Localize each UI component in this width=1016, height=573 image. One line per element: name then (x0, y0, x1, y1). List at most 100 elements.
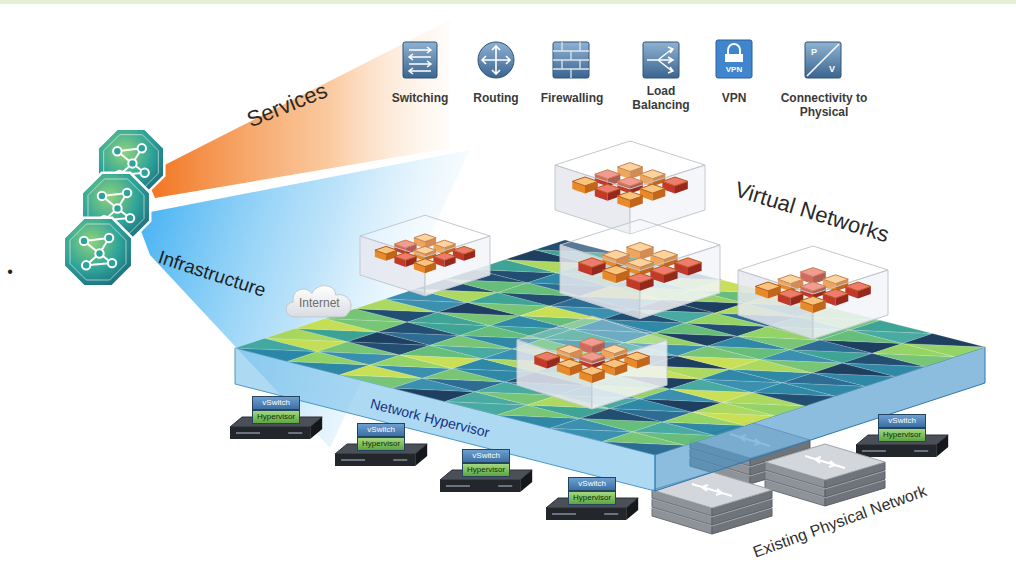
service-name: VPN (709, 92, 759, 106)
service-name: Firewalling (530, 92, 614, 106)
bullet: • (3, 263, 17, 281)
load-balancing-icon (647, 47, 673, 73)
virtual-network (360, 215, 490, 296)
firewall-icon (553, 42, 589, 78)
hypervisor-host: vSwitchHypervisor (252, 396, 300, 424)
virtual-network (414, 259, 436, 267)
routing-icon (482, 46, 510, 74)
nsx-logo (82, 261, 90, 269)
layer-title: Infrastructure (133, 239, 292, 309)
vswitch-label: vSwitch (357, 423, 405, 437)
virtual-network (555, 141, 705, 189)
virtual-network (624, 352, 650, 361)
connectivity-icon (805, 42, 841, 78)
vswitch-label: vSwitch (878, 414, 926, 428)
virtual-network (640, 184, 666, 193)
virtual-network (560, 219, 720, 318)
virtual-network (800, 296, 826, 305)
virtual-network (755, 282, 781, 291)
switching-icon (403, 42, 437, 78)
hypervisor-host: vSwitchHypervisor (462, 449, 510, 477)
connectivity-icon (807, 44, 839, 76)
virtual-network (534, 352, 560, 361)
virtual-network (579, 366, 605, 375)
nsx-logo (64, 218, 132, 286)
virtual-network (360, 141, 888, 409)
server-chassis (862, 450, 928, 452)
server-chassis (626, 498, 638, 520)
nsx-logo (140, 169, 148, 177)
physical-switch (765, 444, 885, 506)
nsx-logo (64, 218, 132, 286)
virtual-network (572, 177, 598, 186)
virtual-network (626, 273, 653, 283)
switching-icon (409, 47, 431, 74)
vswitch-label: vSwitch (568, 477, 616, 491)
hypervisor-host: vSwitchHypervisor (878, 414, 926, 442)
vpn-icon (716, 40, 752, 78)
virtual-network (778, 289, 804, 298)
virtual-network (375, 246, 397, 254)
internet-cloud: Internet (282, 281, 357, 320)
hypervisor-label: Hypervisor (252, 410, 300, 424)
nsx-logo (128, 159, 136, 167)
vpn-icon (728, 44, 740, 54)
server-chassis (446, 485, 512, 487)
firewall-icon (553, 42, 589, 78)
nsx-logo (70, 224, 126, 280)
server-chassis (230, 427, 310, 439)
virtual-network (453, 246, 475, 254)
server-chassis (415, 444, 427, 466)
hypervisor-label: Hypervisor (568, 491, 616, 505)
firewall-icon (553, 42, 589, 78)
layer-label: Existing Physical Network (729, 474, 951, 570)
virtual-network (433, 253, 455, 261)
virtual-network (557, 359, 583, 368)
icon-text: VPN (719, 65, 749, 74)
mosaic-tile (903, 334, 986, 347)
virtual-network (823, 289, 849, 298)
load-balancing-icon (643, 42, 679, 78)
physical-switch (805, 456, 845, 468)
virtual-network (650, 265, 677, 275)
layer-title: Services (217, 67, 356, 143)
virtual-network (555, 141, 705, 234)
hypervisor-label: Hypervisor (357, 437, 405, 451)
server-chassis (310, 417, 322, 439)
server-chassis (236, 432, 302, 434)
vswitch-label: vSwitch (462, 449, 510, 463)
server-chassis (440, 480, 520, 492)
virtual-network (595, 184, 621, 193)
nsx-logo (138, 144, 146, 152)
hypervisor-host: vSwitchHypervisor (568, 477, 616, 505)
server-chassis (856, 445, 936, 457)
server-chassis (520, 470, 532, 492)
virtual-network (662, 177, 688, 186)
icon-text: V (826, 64, 838, 74)
nsx-logo (113, 204, 121, 212)
service-name: Switching (380, 92, 460, 106)
services-beam (145, 20, 450, 198)
load-balancing-icon (643, 42, 679, 78)
server-chassis (335, 454, 415, 466)
virtual-network (578, 258, 605, 268)
virtual-network (560, 219, 720, 270)
virtual-network (674, 258, 701, 268)
icon-text: P (808, 47, 820, 57)
connectivity-icon (805, 42, 841, 78)
server-chassis (936, 435, 948, 457)
routing-icon (478, 42, 514, 78)
nsx-logo (98, 192, 106, 200)
routing-icon (478, 42, 514, 78)
vswitch-label: vSwitch (252, 396, 300, 410)
network-hypervisor-layer (235, 240, 985, 491)
hypervisor-host: vSwitchHypervisor (357, 423, 405, 451)
nsx-logo (126, 214, 134, 222)
hypervisor-label: Hypervisor (878, 428, 926, 442)
nsx-logo (105, 234, 113, 242)
virtual-network (738, 246, 888, 294)
virtual-network (602, 359, 628, 368)
service-name: Connectivity to Physical (774, 92, 874, 120)
